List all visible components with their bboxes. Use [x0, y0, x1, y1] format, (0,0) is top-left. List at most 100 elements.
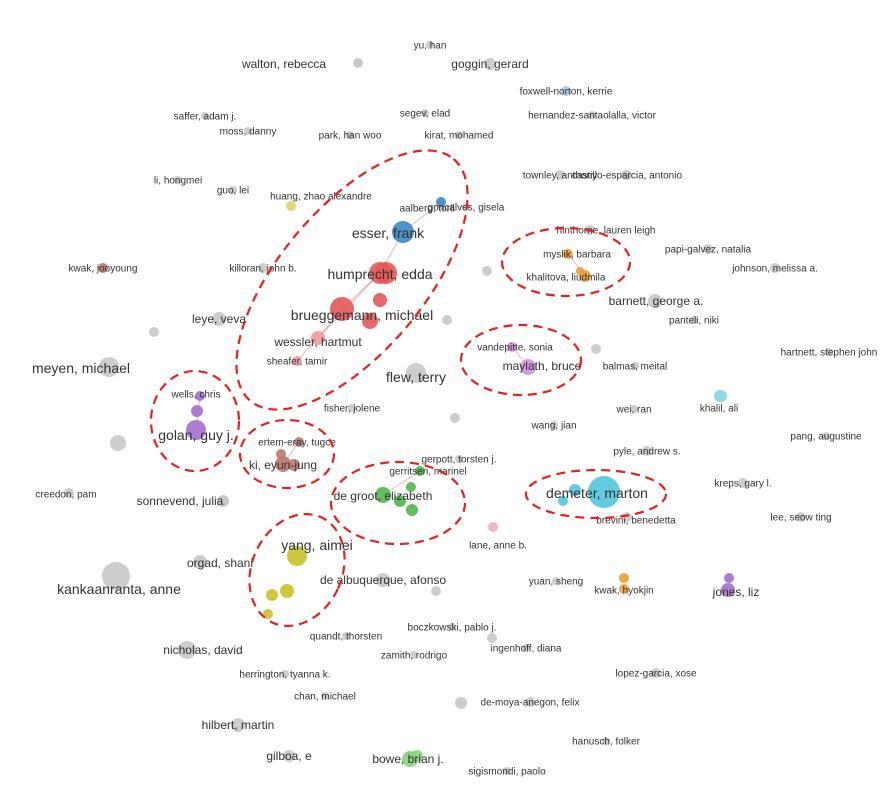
node-circle[interactable]	[376, 573, 390, 587]
node-de-albuquerque-afonso[interactable]: de albuquerque, afonso	[320, 573, 446, 587]
node-circle[interactable]	[488, 522, 498, 532]
node-circle[interactable]	[525, 697, 535, 707]
node-unlabeled-2[interactable]	[482, 266, 492, 276]
node-yang-aimei[interactable]: yang, aimei	[281, 537, 353, 566]
node-circle[interactable]	[421, 109, 429, 117]
node-yu-han[interactable]: yu, han	[414, 41, 447, 52]
node-guo-lei[interactable]: guo, lei	[217, 186, 249, 197]
node-brueggemann-michael[interactable]: brueggemann, michael	[291, 297, 433, 323]
node-saffer-adam-j[interactable]: saffer, adam j.	[174, 112, 237, 123]
node-circle[interactable]	[588, 111, 596, 119]
node-humprecht-edda[interactable]: humprecht, edda	[327, 262, 433, 284]
node-unlabeled-6[interactable]	[110, 435, 126, 451]
node-esser-frank[interactable]: esser, frank	[352, 221, 425, 243]
node-vandepitte-sonia[interactable]: vandepitte, sonia	[477, 342, 553, 354]
node-unlabeled-9[interactable]	[431, 586, 441, 596]
node-circle[interactable]	[448, 623, 456, 631]
node-ertem-eray-tugce[interactable]: ertem-eray, tugce	[258, 437, 336, 449]
node-circle[interactable]	[579, 270, 591, 282]
node-circle[interactable]	[99, 357, 119, 377]
node-circle[interactable]	[348, 404, 356, 412]
node-circle[interactable]	[631, 362, 639, 370]
node-circle[interactable]	[174, 176, 182, 184]
node-circle[interactable]	[648, 294, 662, 308]
node-chan-michael[interactable]: chan, michael	[294, 692, 356, 703]
node-circle[interactable]	[212, 312, 226, 326]
node-circle[interactable]	[342, 632, 350, 640]
node-unlabeled-15[interactable]	[558, 496, 568, 506]
node-de-moya-anegon-felix[interactable]: de-moya-anegon, felix	[481, 697, 580, 709]
node-lee-seow-ting[interactable]: lee, seow ting	[770, 512, 832, 524]
node-johnson-melissa-a[interactable]: johnson, melissa a.	[731, 263, 818, 275]
node-circle[interactable]	[507, 342, 517, 352]
node-castillo-esparcia-antonio[interactable]: castillo-esparcia, antonio	[572, 170, 682, 182]
node-zamith-rodrigo[interactable]: zamith, rodrigo	[381, 651, 448, 662]
node-unlabeled-22[interactable]	[406, 504, 418, 516]
node-ki-eyun-jung[interactable]: ki, eyun-jung	[249, 456, 317, 472]
node-circle[interactable]	[229, 186, 237, 194]
node-circle[interactable]	[630, 405, 638, 413]
node-circle[interactable]	[244, 127, 252, 135]
node-panteli-niki[interactable]: panteli, niki	[669, 316, 719, 327]
node-gerritsen-marinel[interactable]: gerritsen, marinel	[389, 466, 467, 478]
node-circle[interactable]	[721, 583, 735, 597]
node-wei-ran[interactable]: wei, ran	[615, 405, 651, 416]
node-unlabeled-7[interactable]	[450, 413, 460, 423]
node-circle[interactable]	[455, 131, 463, 139]
node-sigismondi-paolo[interactable]: sigismondi, paolo	[468, 767, 546, 778]
node-unlabeled-10[interactable]	[487, 633, 497, 643]
node-circle[interactable]	[193, 555, 207, 569]
node-circle[interactable]	[402, 751, 418, 767]
node-circle[interactable]	[275, 456, 291, 472]
node-pang-augustine[interactable]: pang, augustine	[790, 432, 862, 443]
node-circle[interactable]	[588, 476, 620, 508]
node-circle[interactable]	[406, 363, 426, 383]
node-circle[interactable]	[690, 316, 698, 324]
node-unlabeled-3[interactable]	[442, 315, 452, 325]
node-circle[interactable]	[563, 249, 573, 259]
node-lopez-garcia-xose[interactable]: lopez-garcia, xose	[615, 668, 697, 680]
node-circle[interactable]	[738, 478, 748, 488]
node-meyen-michael[interactable]: meyen, michael	[32, 357, 130, 377]
node-circle[interactable]	[550, 421, 558, 429]
node-circle[interactable]	[796, 512, 806, 522]
node-circle[interactable]	[217, 495, 229, 507]
node-wells-chris[interactable]: wells, chris	[171, 390, 221, 402]
node-jones-liz[interactable]: jones, liz	[712, 583, 760, 599]
node-unlabeled-20[interactable]	[263, 609, 273, 619]
node-sheafer-tamir[interactable]: sheafer, tamir	[267, 356, 328, 368]
node-circle[interactable]	[311, 331, 325, 345]
node-unlabeled-29[interactable]	[619, 584, 629, 594]
node-kirat-mohamed[interactable]: kirat, mohamed	[425, 131, 494, 142]
node-sonnevend-julia[interactable]: sonnevend, julia	[137, 494, 229, 508]
node-wessler-hartmut[interactable]: wessler, hartmut	[273, 331, 362, 349]
node-park-han-woo[interactable]: park, han woo	[319, 131, 382, 142]
node-kwak-jooyoung[interactable]: kwak, jooyoung	[69, 263, 138, 275]
node-circle[interactable]	[503, 767, 511, 775]
node-khalitova-liudmila[interactable]: khalitova, liudmila	[527, 270, 606, 284]
node-unlabeled-23[interactable]	[406, 482, 416, 492]
node-circle[interactable]	[436, 197, 446, 207]
node-circle[interactable]	[651, 668, 661, 678]
node-myslik-barbara[interactable]: myslik, barbara	[543, 249, 611, 261]
node-circle[interactable]	[369, 262, 391, 284]
node-golan-guy-j[interactable]: golan, guy j.	[158, 420, 234, 443]
node-circle[interactable]	[287, 546, 307, 566]
node-khalil-ali[interactable]: khalil, ali	[700, 390, 738, 415]
node-circle[interactable]	[292, 356, 302, 366]
node-circle[interactable]	[520, 359, 536, 375]
node-brevini-benedetta[interactable]: brevini, benedetta	[596, 512, 676, 527]
node-unlabeled-13[interactable]	[373, 293, 387, 307]
node-circle[interactable]	[195, 391, 205, 401]
node-circle[interactable]	[392, 221, 414, 243]
node-hernandez-santaolalla-victor[interactable]: hernandez-santaolalla, victor	[528, 111, 657, 122]
node-segev-elad[interactable]: segev, elad	[400, 109, 450, 120]
node-leye-veva[interactable]: leye, veva	[192, 312, 246, 326]
node-circle[interactable]	[622, 170, 632, 180]
node-circle[interactable]	[346, 131, 354, 139]
node-unlabeled-12[interactable]	[362, 313, 378, 329]
node-circle[interactable]	[186, 420, 206, 440]
node-unlabeled-24[interactable]	[288, 459, 300, 471]
node-papi-galvez-natalia[interactable]: papi-galvez, natalia	[665, 244, 752, 256]
node-circle[interactable]	[822, 432, 830, 440]
